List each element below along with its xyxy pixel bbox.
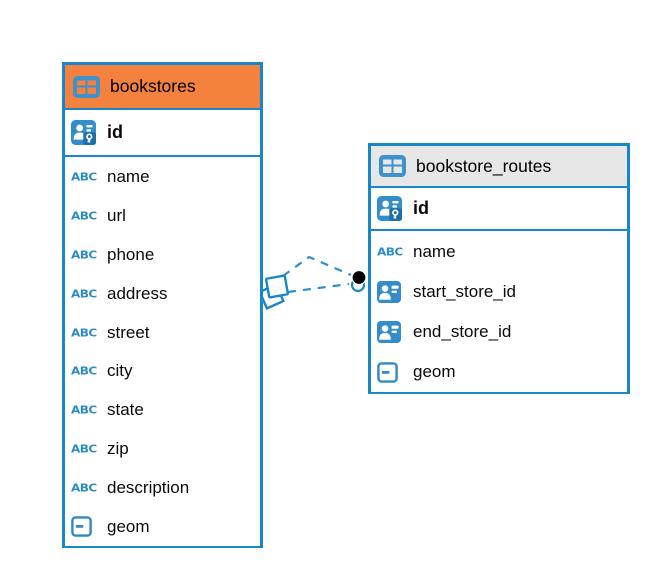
- text-type-icon: ABC: [71, 326, 97, 340]
- text-type-icon: ABC: [71, 287, 97, 301]
- column-row-start-store-id[interactable]: start_store_id: [371, 272, 627, 312]
- column-label: state: [107, 400, 144, 420]
- column-label: phone: [107, 244, 155, 264]
- column-row-id[interactable]: id: [371, 188, 627, 231]
- text-type-icon: ABC: [377, 245, 403, 259]
- column-label: geom: [413, 362, 456, 381]
- column-label: name: [107, 167, 150, 187]
- column-label: end_store_id: [413, 322, 512, 341]
- column-list: ABC name ABC url ABC phone ABC address A…: [65, 157, 260, 546]
- foreign-key-icon: [377, 321, 405, 343]
- column-row-city[interactable]: ABC city: [65, 351, 260, 391]
- table-icon: [379, 155, 407, 177]
- text-type-icon: ABC: [71, 170, 97, 184]
- column-row-street[interactable]: ABC street: [65, 313, 260, 352]
- table-title: bookstore_routes: [416, 155, 552, 176]
- connector-line: [287, 282, 350, 294]
- column-row-zip[interactable]: ABC zip: [65, 429, 260, 469]
- table-header-bookstore-routes[interactable]: bookstore_routes: [371, 146, 627, 188]
- text-type-icon: ABC: [71, 248, 97, 262]
- column-label: description: [107, 477, 190, 497]
- table-icon: [73, 75, 101, 98]
- fk-diamond-back: [258, 283, 285, 310]
- fk-diamond-front: [264, 274, 290, 299]
- column-label: zip: [107, 438, 129, 458]
- table-bookstores[interactable]: bookstores id ABC: [62, 62, 263, 548]
- column-row-id[interactable]: id: [65, 110, 260, 157]
- column-row-geom[interactable]: geom: [65, 507, 260, 546]
- table-title: bookstores: [110, 76, 196, 96]
- connector-line: [282, 255, 352, 277]
- table-header-bookstores[interactable]: bookstores: [65, 65, 260, 110]
- geometry-type-icon: [71, 516, 99, 537]
- text-type-icon: ABC: [71, 442, 97, 456]
- column-list: ABC name start_store_id: [371, 231, 627, 392]
- column-row-state[interactable]: ABC state: [65, 390, 260, 430]
- text-type-icon: ABC: [71, 481, 97, 495]
- column-label: geom: [107, 516, 150, 536]
- column-row-geom[interactable]: geom: [371, 352, 627, 392]
- primary-key-icon: [377, 196, 405, 221]
- column-label: name: [413, 242, 456, 261]
- column-row-address[interactable]: ABC address: [65, 274, 260, 314]
- connector-endpoint-ring: [350, 277, 366, 293]
- text-type-icon: ABC: [71, 364, 97, 378]
- column-row-name[interactable]: ABC name: [371, 232, 627, 272]
- text-type-icon: ABC: [71, 403, 97, 417]
- column-label: id: [107, 122, 123, 142]
- text-type-icon: ABC: [71, 209, 97, 223]
- column-row-phone[interactable]: ABC phone: [65, 235, 260, 275]
- foreign-key-icon: [377, 281, 405, 303]
- primary-key-icon: [71, 120, 99, 145]
- column-label: id: [413, 198, 429, 218]
- column-row-description[interactable]: ABC description: [65, 468, 260, 508]
- column-label: url: [107, 206, 126, 226]
- column-row-end-store-id[interactable]: end_store_id: [371, 312, 627, 352]
- column-label: street: [107, 322, 150, 342]
- geometry-type-icon: [377, 361, 405, 383]
- column-label: city: [107, 361, 133, 381]
- table-bookstore-routes[interactable]: bookstore_routes id ABC: [368, 143, 630, 394]
- column-label: start_store_id: [413, 282, 516, 301]
- column-label: address: [107, 283, 168, 303]
- column-row-url[interactable]: ABC url: [65, 196, 260, 236]
- column-row-name[interactable]: ABC name: [65, 158, 260, 197]
- connector-endpoint-dot: [351, 269, 367, 286]
